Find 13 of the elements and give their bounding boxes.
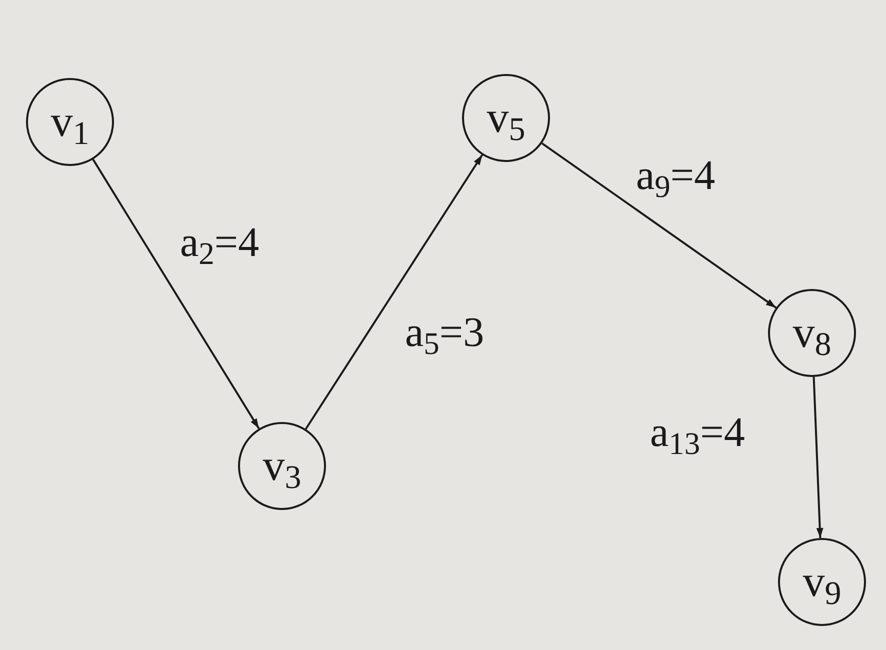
arrow <box>812 376 824 538</box>
edge-label: a$_{13}$=4 <box>650 412 745 454</box>
vertex-label: v$_{1}$ <box>50 100 90 144</box>
vertex-label: v$_{8}$ <box>792 311 832 355</box>
arrow <box>304 154 484 430</box>
edge-label: a$_{9}$=4 <box>636 155 716 197</box>
arrow <box>541 142 777 309</box>
vertex-label: v$_{5}$ <box>486 96 526 140</box>
vertex-label: v$_{3}$ <box>262 444 302 488</box>
edge-label: a$_{2}$=4 <box>180 222 260 264</box>
vertex-label: v$_{9}$ <box>802 560 842 604</box>
edge-label: a$_{5}$=3 <box>405 312 484 354</box>
arrow <box>92 158 260 430</box>
